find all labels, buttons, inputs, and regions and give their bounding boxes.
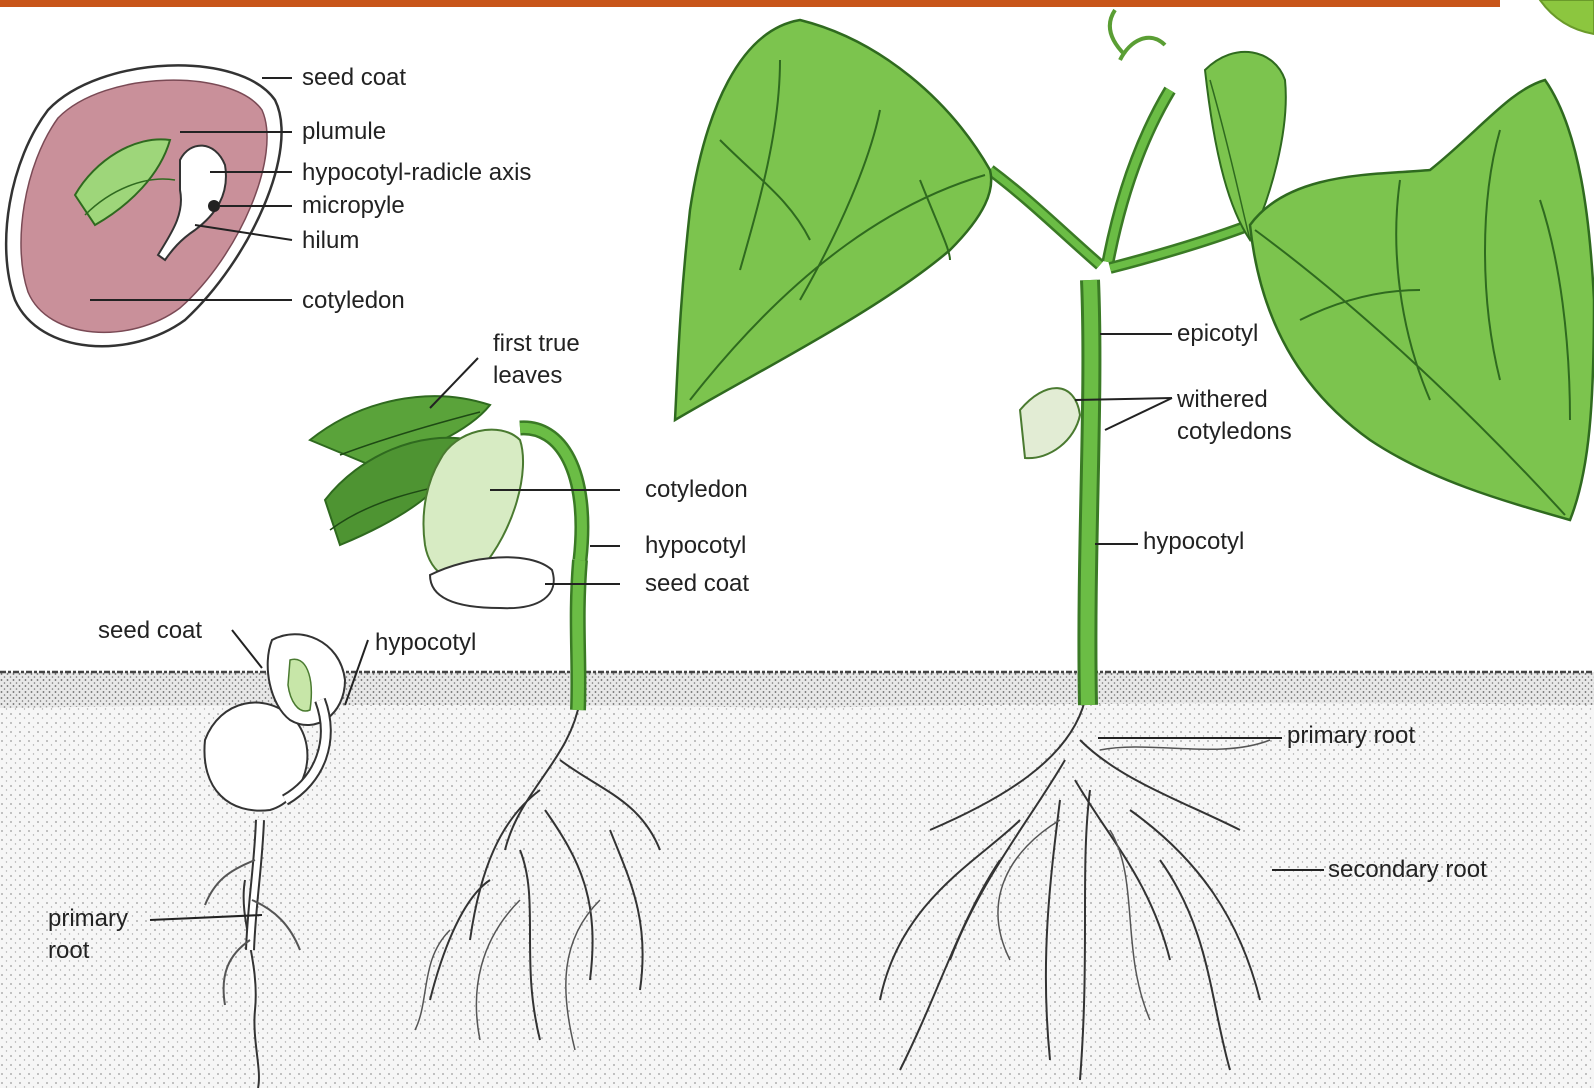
label-first-true-leaves-line2: leaves xyxy=(493,360,580,392)
label-seedling-hypocotyl: hypocotyl xyxy=(645,530,746,562)
top-band xyxy=(0,0,1500,7)
label-seedling-cotyledon: cotyledon xyxy=(645,474,748,506)
label-secondary-root: secondary root xyxy=(1328,854,1487,886)
corner-ornament xyxy=(1540,0,1594,34)
label-germinating-primary-root: primary root xyxy=(48,903,128,967)
label-first-true-leaves: first true leaves xyxy=(493,328,580,392)
label-withered-cotyledons: withered cotyledons xyxy=(1177,384,1292,448)
label-epicotyl: epicotyl xyxy=(1177,318,1258,350)
label-micropyle: micropyle xyxy=(302,190,405,222)
label-germinating-seed-coat: seed coat xyxy=(98,615,202,647)
label-plumule: plumule xyxy=(302,116,386,148)
label-withered-cotyledons-line1: withered xyxy=(1177,384,1292,416)
label-young-hypocotyl: hypocotyl xyxy=(1143,526,1244,558)
seed-section xyxy=(6,65,292,346)
label-first-true-leaves-line1: first true xyxy=(493,328,580,360)
label-seed-coat: seed coat xyxy=(302,62,406,94)
label-withered-cotyledons-line2: cotyledons xyxy=(1177,416,1292,448)
label-hypocotyl-radicle-axis: hypocotyl-radicle axis xyxy=(302,157,531,189)
label-seed-cotyledon: cotyledon xyxy=(302,285,405,317)
label-primary-root-line1: primary xyxy=(48,903,128,935)
label-germinating-hypocotyl: hypocotyl xyxy=(375,627,476,659)
label-primary-root-line2: root xyxy=(48,935,128,967)
label-seedling-seed-coat: seed coat xyxy=(645,568,749,600)
label-hilum: hilum xyxy=(302,225,359,257)
label-young-primary-root: primary root xyxy=(1287,720,1415,752)
